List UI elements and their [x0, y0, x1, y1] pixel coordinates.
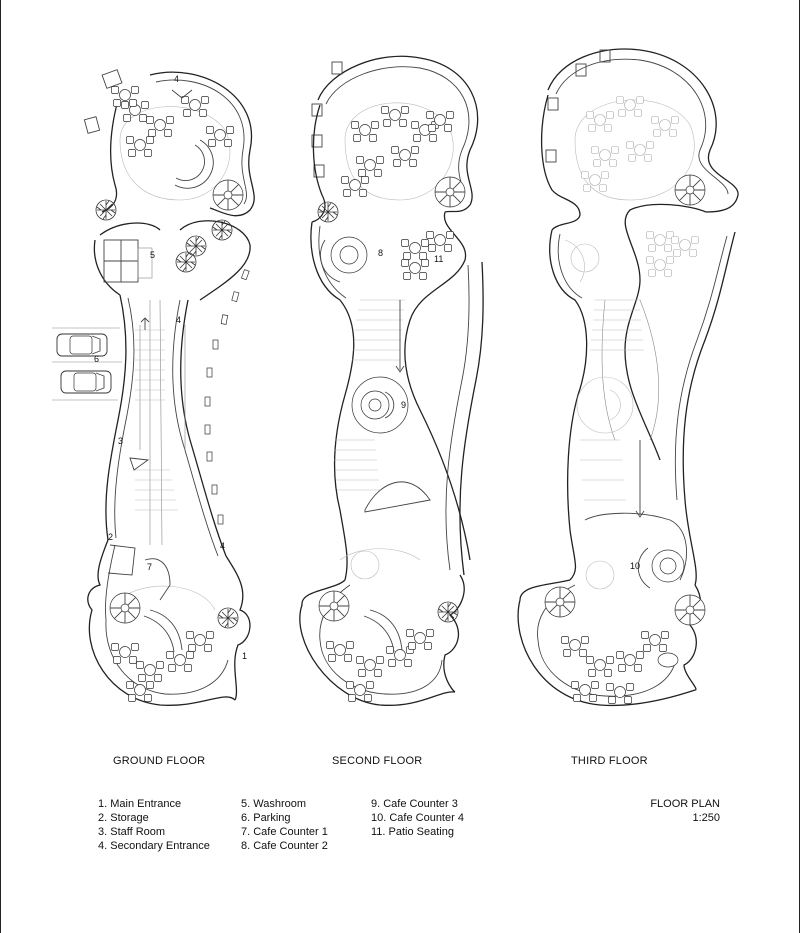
floor-title-ground: GROUND FLOOR	[113, 755, 206, 767]
legend-item: 10. Cafe Counter 4	[371, 812, 464, 824]
parking-area	[52, 327, 122, 401]
third-floor-furniture	[544, 97, 706, 704]
legend-item: 9. Cafe Counter 3	[371, 798, 458, 810]
label-second-9: 9	[401, 400, 406, 410]
legend-item: 8. Cafe Counter 2	[241, 840, 328, 852]
sheet-title: FLOOR PLAN	[650, 798, 720, 810]
label-ground-7: 7	[147, 562, 152, 572]
legend-item: 3. Staff Room	[98, 826, 166, 838]
label-ground-5: 5	[150, 250, 155, 260]
legend-item: 6. Parking	[241, 812, 291, 824]
label-second-8: 8	[378, 248, 383, 258]
plan-labels: 4 5 4 6 3 2 7 4 1 8 11 9 10	[94, 74, 640, 661]
legend-column-2: 5. Washroom 6. Parking 7. Cafe Counter 1…	[241, 797, 328, 853]
second-floor-plan	[299, 55, 484, 706]
third-floor-plan	[517, 48, 739, 707]
legend-item: 5. Washroom	[241, 798, 307, 810]
legend-column-3: 9. Cafe Counter 3 10. Cafe Counter 4 11.…	[371, 797, 464, 839]
sheet-title-block: FLOOR PLAN 1:250	[600, 797, 720, 825]
sheet-scale: 1:250	[692, 812, 720, 824]
second-floor-furniture	[317, 107, 466, 702]
legend-item: 4. Secondary Entrance	[98, 840, 210, 852]
label-ground-4-bottom: 4	[220, 541, 225, 551]
label-ground-2: 2	[108, 532, 113, 542]
label-ground-4-top: 4	[174, 74, 179, 84]
label-ground-4-mid: 4	[176, 315, 181, 325]
label-third-10: 10	[630, 561, 640, 571]
floor-title-second: SECOND FLOOR	[332, 755, 423, 767]
legend-item: 2. Storage	[98, 812, 149, 824]
legend-item: 7. Cafe Counter 1	[241, 826, 328, 838]
label-second-11: 11	[434, 254, 443, 264]
legend-item: 1. Main Entrance	[98, 798, 182, 810]
label-ground-3: 3	[118, 436, 123, 446]
floor-title-third: THIRD FLOOR	[571, 755, 648, 767]
sheet-border-left	[0, 0, 1, 933]
legend-item: 11. Patio Seating	[371, 826, 454, 838]
floor-plans-drawing: 4 5 4 6 3 2 7 4 1 8 11 9 10	[52, 48, 739, 707]
ground-floor-furniture	[95, 87, 244, 702]
legend-column-1: 1. Main Entrance 2. Storage 3. Staff Roo…	[98, 797, 210, 853]
label-ground-6: 6	[94, 354, 99, 364]
ground-floor-plan	[83, 69, 255, 706]
label-ground-1: 1	[242, 651, 247, 661]
